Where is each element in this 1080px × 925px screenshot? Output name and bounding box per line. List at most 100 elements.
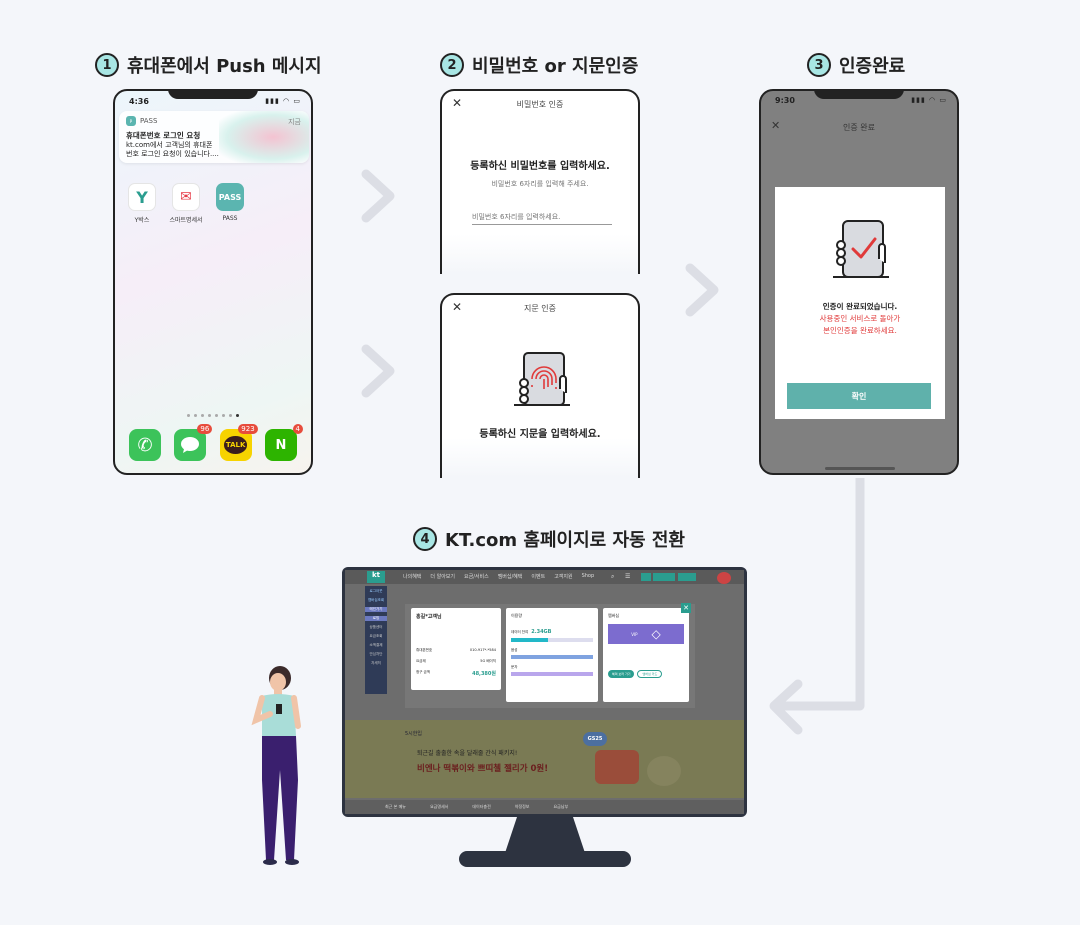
step-number: 2 — [440, 53, 464, 77]
page-dots — [115, 414, 311, 417]
notice-line-2: 본인인증을 완료하세요. — [823, 326, 897, 335]
close-icon[interactable]: ✕ — [771, 119, 781, 132]
notification-line-1: kt.com에서 고객님의 휴대폰 — [126, 141, 213, 149]
phone-push-screen: 4:36 ▮▮▮ ◠ ▭ P PASS 지금 휴대폰번호 로그인 요청 kt.c… — [113, 89, 313, 475]
kakaotalk-app-icon[interactable]: TALK 923 — [219, 424, 258, 461]
screen-header: 인증 완료 — [843, 123, 875, 132]
unread-badge: 4 — [292, 424, 303, 434]
nav-item[interactable]: 고객지원 — [554, 574, 573, 580]
customer-popup: 홍길*고객님 휴대폰번호 010-917*-*584 요금제 5G 베이직 청구… — [411, 608, 501, 690]
site-footer: 최근 본 메뉴 요금명세서 데이터충전 약정정보 요금납부 — [345, 800, 744, 814]
voice-progress — [511, 655, 593, 659]
row-label: 청구 금액 — [416, 670, 430, 674]
nav-item[interactable]: 요금/서비스 — [464, 574, 489, 580]
customer-name: 홍길*고객님 — [416, 614, 442, 620]
footer-item[interactable]: 약정정보 — [514, 804, 530, 809]
unread-badge: 923 — [238, 424, 258, 434]
nav-item[interactable]: 나의혜택 — [403, 574, 422, 580]
unread-badge: 96 — [197, 424, 213, 434]
join-button[interactable] — [678, 573, 696, 581]
lang-button[interactable] — [641, 573, 651, 581]
close-icon[interactable]: ✕ — [681, 603, 691, 613]
promo-banner[interactable]: 5시한입 퇴근길 출출한 속을 달래줄 간식 패키지! 비엔나 떡볶이와 쁘띠첼… — [345, 720, 744, 798]
app-label: Y박스 — [134, 217, 150, 224]
data-row: 데이터 잔여 2.34GB — [511, 629, 593, 635]
notification-blur — [219, 111, 309, 163]
login-button[interactable] — [653, 573, 675, 581]
ybox-icon: Y — [128, 183, 156, 211]
side-item[interactable]: 안심차단 — [369, 652, 383, 656]
side-item[interactable]: 로그아웃 — [369, 589, 383, 593]
notification-app: P PASS — [126, 116, 302, 126]
sms-label: 문자 — [511, 665, 518, 669]
confirm-button[interactable]: 확인 — [787, 383, 931, 409]
card-title: 등록하신 지문을 입력하세요. — [479, 429, 601, 440]
push-notification[interactable]: P PASS 지금 휴대폰번호 로그인 요청 kt.com에서 고객님의 휴대폰… — [119, 111, 309, 163]
menu-icon[interactable]: ☰ — [625, 573, 631, 580]
status-icons: ▮▮▮ ◠ ▭ — [911, 96, 947, 104]
benefit-button[interactable]: 혜택 보러 가기 — [608, 670, 635, 678]
snack-image — [595, 750, 639, 784]
site-top-nav: kt 나의혜택 더 알아보기 요금/서비스 멤버십/혜택 이벤트 고객지원 Sh… — [345, 570, 744, 584]
side-item[interactable]: 자세히 — [371, 661, 381, 665]
footer-item[interactable]: 요금납부 — [553, 804, 569, 809]
nav-item[interactable]: Shop — [581, 573, 595, 579]
phone-complete-screen: 9:30 ▮▮▮ ◠ ▭ ✕ 인증 완료 인증이 완료되었습니다. 사용중인 서… — [759, 89, 959, 475]
nav-item[interactable]: 이벤트 — [531, 574, 546, 580]
status-time: 9:30 — [775, 96, 795, 105]
phone-app-icon[interactable]: ✆ — [129, 429, 161, 461]
card-title: 등록하신 비밀번호를 입력하세요. — [470, 161, 610, 172]
side-quick-menu: 로그아웃 멤버십조회 메인가기 로밍 상품센터 요금조회 소액결제 안심차단 자… — [365, 586, 387, 694]
membership-card-button[interactable]: 멤버십 카드 — [637, 670, 663, 678]
card-fade — [442, 438, 638, 478]
side-item[interactable]: 소액결제 — [369, 643, 383, 647]
close-icon[interactable]: ✕ — [452, 300, 463, 314]
row-value: 48,380원 — [472, 671, 496, 677]
side-item[interactable]: 메인가기 — [365, 607, 387, 612]
nav-item[interactable]: 멤버십/혜택 — [497, 574, 523, 580]
side-item[interactable]: 로밍 — [365, 616, 387, 621]
nav-item[interactable]: 더 알아보기 — [430, 574, 455, 580]
side-item[interactable]: 멤버십조회 — [367, 598, 385, 602]
footer-item[interactable]: 요금명세서 — [429, 804, 449, 809]
row-value: 5G 베이직 — [480, 659, 496, 663]
vip-card: VIP ◇ — [608, 624, 684, 644]
messages-app-icon[interactable]: 96 — [174, 424, 213, 461]
search-icon[interactable]: ⌕ — [611, 573, 615, 580]
app-dock: ✆ 96 TALK 923 N 4 — [123, 424, 303, 469]
banner-line-1: 퇴근길 출출한 속을 달래줄 간식 패키지! — [417, 750, 518, 757]
notification-title: 휴대폰번호 로그인 요청 — [126, 131, 201, 140]
fingerprint-icon — [510, 349, 574, 413]
footer-item[interactable]: 데이터충전 — [472, 804, 491, 809]
flow-arrow-icon — [760, 478, 870, 747]
fingerprint-auth-card: ✕ 지문 인증 등록하신 지문을 입력하세요. — [440, 293, 640, 478]
usage-popup: 이용량 데이터 잔여 2.34GB 음성 문자 — [506, 608, 598, 702]
vip-grade: VIP — [631, 631, 638, 637]
row-label: 요금제 — [416, 659, 426, 663]
naver-app-icon[interactable]: N 4 — [264, 424, 303, 461]
kt-logo[interactable]: kt — [367, 571, 385, 583]
ybox-app[interactable]: Y Y박스 — [127, 183, 157, 224]
side-item[interactable]: 요금조회 — [369, 634, 383, 638]
step-label: KT.com 홈페이지로 자동 전환 — [445, 530, 685, 551]
side-item[interactable]: 상품센터 — [369, 625, 383, 629]
step-4-heading: 4 KT.com 홈페이지로 자동 전환 — [413, 526, 685, 552]
person-with-phone-illustration — [240, 660, 320, 874]
close-icon[interactable]: ✕ — [452, 96, 463, 110]
monitor: kt 나의혜택 더 알아보기 요금/서비스 멤버십/혜택 이벤트 고객지원 Sh… — [342, 567, 747, 817]
footer-item[interactable]: 최근 본 메뉴 — [385, 804, 406, 809]
nav-menu: 나의혜택 더 알아보기 요금/서비스 멤버십/혜택 이벤트 고객지원 Shop — [403, 573, 594, 580]
monitor-stand — [505, 817, 585, 853]
data-progress — [511, 638, 593, 642]
home-indicator — [825, 467, 895, 470]
pass-app[interactable]: PASS PASS — [215, 183, 245, 224]
app-label: PASS — [222, 215, 238, 222]
naver-glyph: N — [275, 437, 287, 453]
smart-bill-app[interactable]: ✉ 스마트명세서 — [169, 183, 203, 224]
row-label: 휴대폰번호 — [416, 648, 433, 652]
envelope-icon: ✉ — [172, 183, 200, 211]
customer-row: 요금제 5G 베이직 — [416, 659, 496, 664]
password-input[interactable] — [472, 209, 612, 225]
banner-tag: 5시한입 — [405, 731, 422, 737]
step-label: 비밀번호 or 지문인증 — [472, 56, 639, 77]
